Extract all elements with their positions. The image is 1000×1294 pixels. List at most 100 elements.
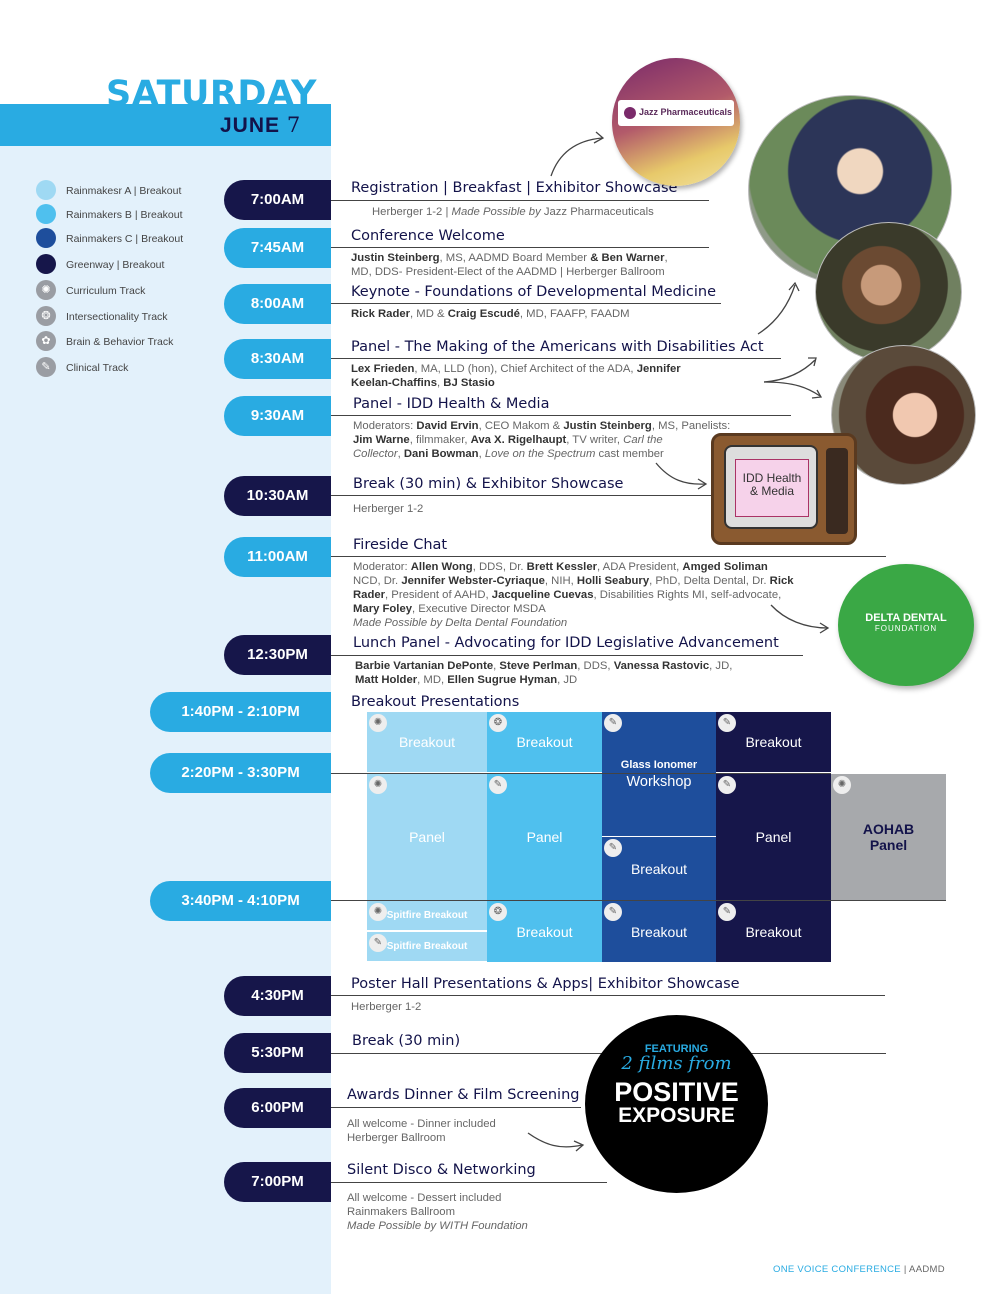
event-lunch-panel: Lunch Panel - Advocating for IDD Legisla… <box>353 635 779 651</box>
divider <box>331 358 781 359</box>
legend-label: Rainmakers B | Breakout <box>66 209 183 221</box>
tv-text: IDD Health <box>742 471 802 485</box>
event-title: Breakout Presentations <box>351 694 520 710</box>
speaker-photo-2 <box>815 222 962 362</box>
lightbulb-icon: ✺ <box>369 903 387 921</box>
divider <box>331 247 709 248</box>
jazz-sponsor-sticker: Jazz Pharmaceuticals <box>612 58 740 186</box>
legend-item: Rainmakesr A | Breakout <box>36 180 296 200</box>
lightbulb-icon: ✺ <box>369 776 387 794</box>
footer-conference: ONE VOICE CONFERENCE <box>773 1264 901 1275</box>
legend-item: ✿Brain & Behavior Track <box>36 331 296 351</box>
time-pill: 7:00PM <box>224 1162 331 1202</box>
legend-label: Curriculum Track <box>66 285 146 297</box>
legend-item: Rainmakers B | Breakout <box>36 204 296 224</box>
time-pill: 8:00AM <box>224 284 331 324</box>
legend-label: Intersectionality Track <box>66 311 168 323</box>
divider <box>331 773 831 774</box>
arrow-head <box>573 1140 585 1152</box>
legend-label: Rainmakesr A | Breakout <box>66 185 182 197</box>
legend-dot <box>36 180 56 200</box>
event-title: Panel - The Making of the Americans with… <box>351 339 764 355</box>
time-pill: 6:00PM <box>224 1088 331 1128</box>
event-break-2: Break (30 min) <box>352 1033 460 1049</box>
cell-label: Workshop <box>626 773 692 790</box>
intersect-icon: ❂ <box>489 714 507 732</box>
event-title: Panel - IDD Health & Media <box>353 396 550 412</box>
event-fireside: Fireside Chat <box>353 537 447 553</box>
time-pill: 7:45AM <box>224 228 331 268</box>
event-title: Break (30 min) & Exhibitor Showcase <box>353 476 624 492</box>
jazz-logo-band <box>618 100 734 126</box>
event-speakers: Moderator: Allen Wong, DDS, Dr. Brett Ke… <box>353 561 794 629</box>
intersect-icon: ❂ <box>36 306 56 326</box>
event-media-panel: Panel - IDD Health & Media <box>353 396 549 412</box>
event-poster-hall: Poster Hall Presentations & Apps| Exhibi… <box>351 976 740 992</box>
header-background <box>0 0 331 104</box>
time-pill: 3:40PM - 4:10PM <box>150 881 331 921</box>
event-title: Awards Dinner & Film Screening <box>347 1087 580 1103</box>
pe-script-text: 2 films from <box>621 1053 732 1074</box>
brain-icon: ✿ <box>36 331 56 351</box>
jazz-logo-text: Jazz Pharmaceuticals <box>639 107 733 117</box>
divider <box>331 1107 581 1108</box>
event-subtitle: Herberger 1-2 <box>353 503 424 515</box>
event-ada-panel: Panel - The Making of the Americans with… <box>351 339 764 355</box>
tv-window: IDD Health& Media <box>735 459 809 517</box>
event-silent-disco: Silent Disco & Networking <box>347 1162 536 1178</box>
event-keynote: Keynote - Foundations of Developmental M… <box>351 284 716 300</box>
tv-text: & Media <box>749 484 795 498</box>
event-speakers: Barbie Vartanian DePonte, Steve Perlman,… <box>355 660 733 686</box>
tv-control-panel <box>826 448 848 534</box>
divider <box>331 655 803 656</box>
grid-cell-a3b: Spitfire Breakout <box>367 932 487 961</box>
event-title: Fireside Chat <box>353 537 448 553</box>
delta-dental-sticker: DELTA DENTAL FOUNDATION <box>838 564 974 686</box>
arrows <box>527 131 830 1152</box>
lightbulb-icon: ✺ <box>36 280 56 300</box>
time-pill: 4:30PM <box>224 976 331 1016</box>
grid-cell-b2: Panel <box>487 774 602 900</box>
divider <box>331 200 709 201</box>
pe-title-text: POSITIVE <box>614 1077 739 1107</box>
arrow-head <box>697 478 708 490</box>
time-pill: 10:30AM <box>224 476 331 516</box>
clipboard-icon: ✎ <box>718 776 736 794</box>
event-title: Keynote - Foundations of Developmental M… <box>351 284 717 300</box>
clipboard-icon: ✎ <box>604 839 622 857</box>
cell-label: Glass Ionomer <box>620 758 698 771</box>
event-breakouts: Breakout Presentations <box>351 694 519 710</box>
event-title: Registration | Breakfast | Exhibitor Sho… <box>351 180 678 196</box>
arrow-to-positive-exposure <box>527 1132 583 1148</box>
clipboard-icon: ✎ <box>36 357 56 377</box>
event-subtitle: Herberger 1-2 | Made Possible by Jazz Ph… <box>372 206 654 218</box>
month-label: JUNE <box>220 114 281 137</box>
divider <box>331 303 721 304</box>
arrow-head <box>811 389 823 399</box>
arrow-head <box>788 281 800 292</box>
event-welcome: Conference Welcome <box>351 228 505 244</box>
legend-dot <box>36 204 56 224</box>
clipboard-icon: ✎ <box>489 776 507 794</box>
clipboard-icon: ✎ <box>718 903 736 921</box>
pe-featuring-text: FEATURING <box>644 1043 709 1055</box>
legend-item: ✎Clinical Track <box>36 357 296 377</box>
event-title: Conference Welcome <box>351 228 505 244</box>
event-title: Lunch Panel - Advocating for IDD Legisla… <box>353 635 779 651</box>
arrow-head <box>593 131 605 144</box>
grid-cell-a1: Breakout <box>367 712 487 772</box>
event-registration: Registration | Breakfast | Exhibitor Sho… <box>351 180 677 196</box>
clipboard-icon: ✎ <box>604 714 622 732</box>
cell-label: Panel <box>869 837 908 853</box>
date-label: JUNE 7 <box>220 113 301 138</box>
grid-cell-a3a: Spitfire Breakout <box>367 901 487 930</box>
delta-logo-text: DELTA DENTAL <box>865 612 947 624</box>
time-pill: 8:30AM <box>224 339 331 379</box>
time-pill: 1:40PM - 2:10PM <box>150 692 331 732</box>
tv-screen: IDD Health& Media <box>724 445 818 529</box>
time-pill: 12:30PM <box>224 635 331 675</box>
event-subtitle: Herberger 1-2 <box>351 1001 422 1013</box>
event-title: Break (30 min) <box>352 1033 461 1049</box>
